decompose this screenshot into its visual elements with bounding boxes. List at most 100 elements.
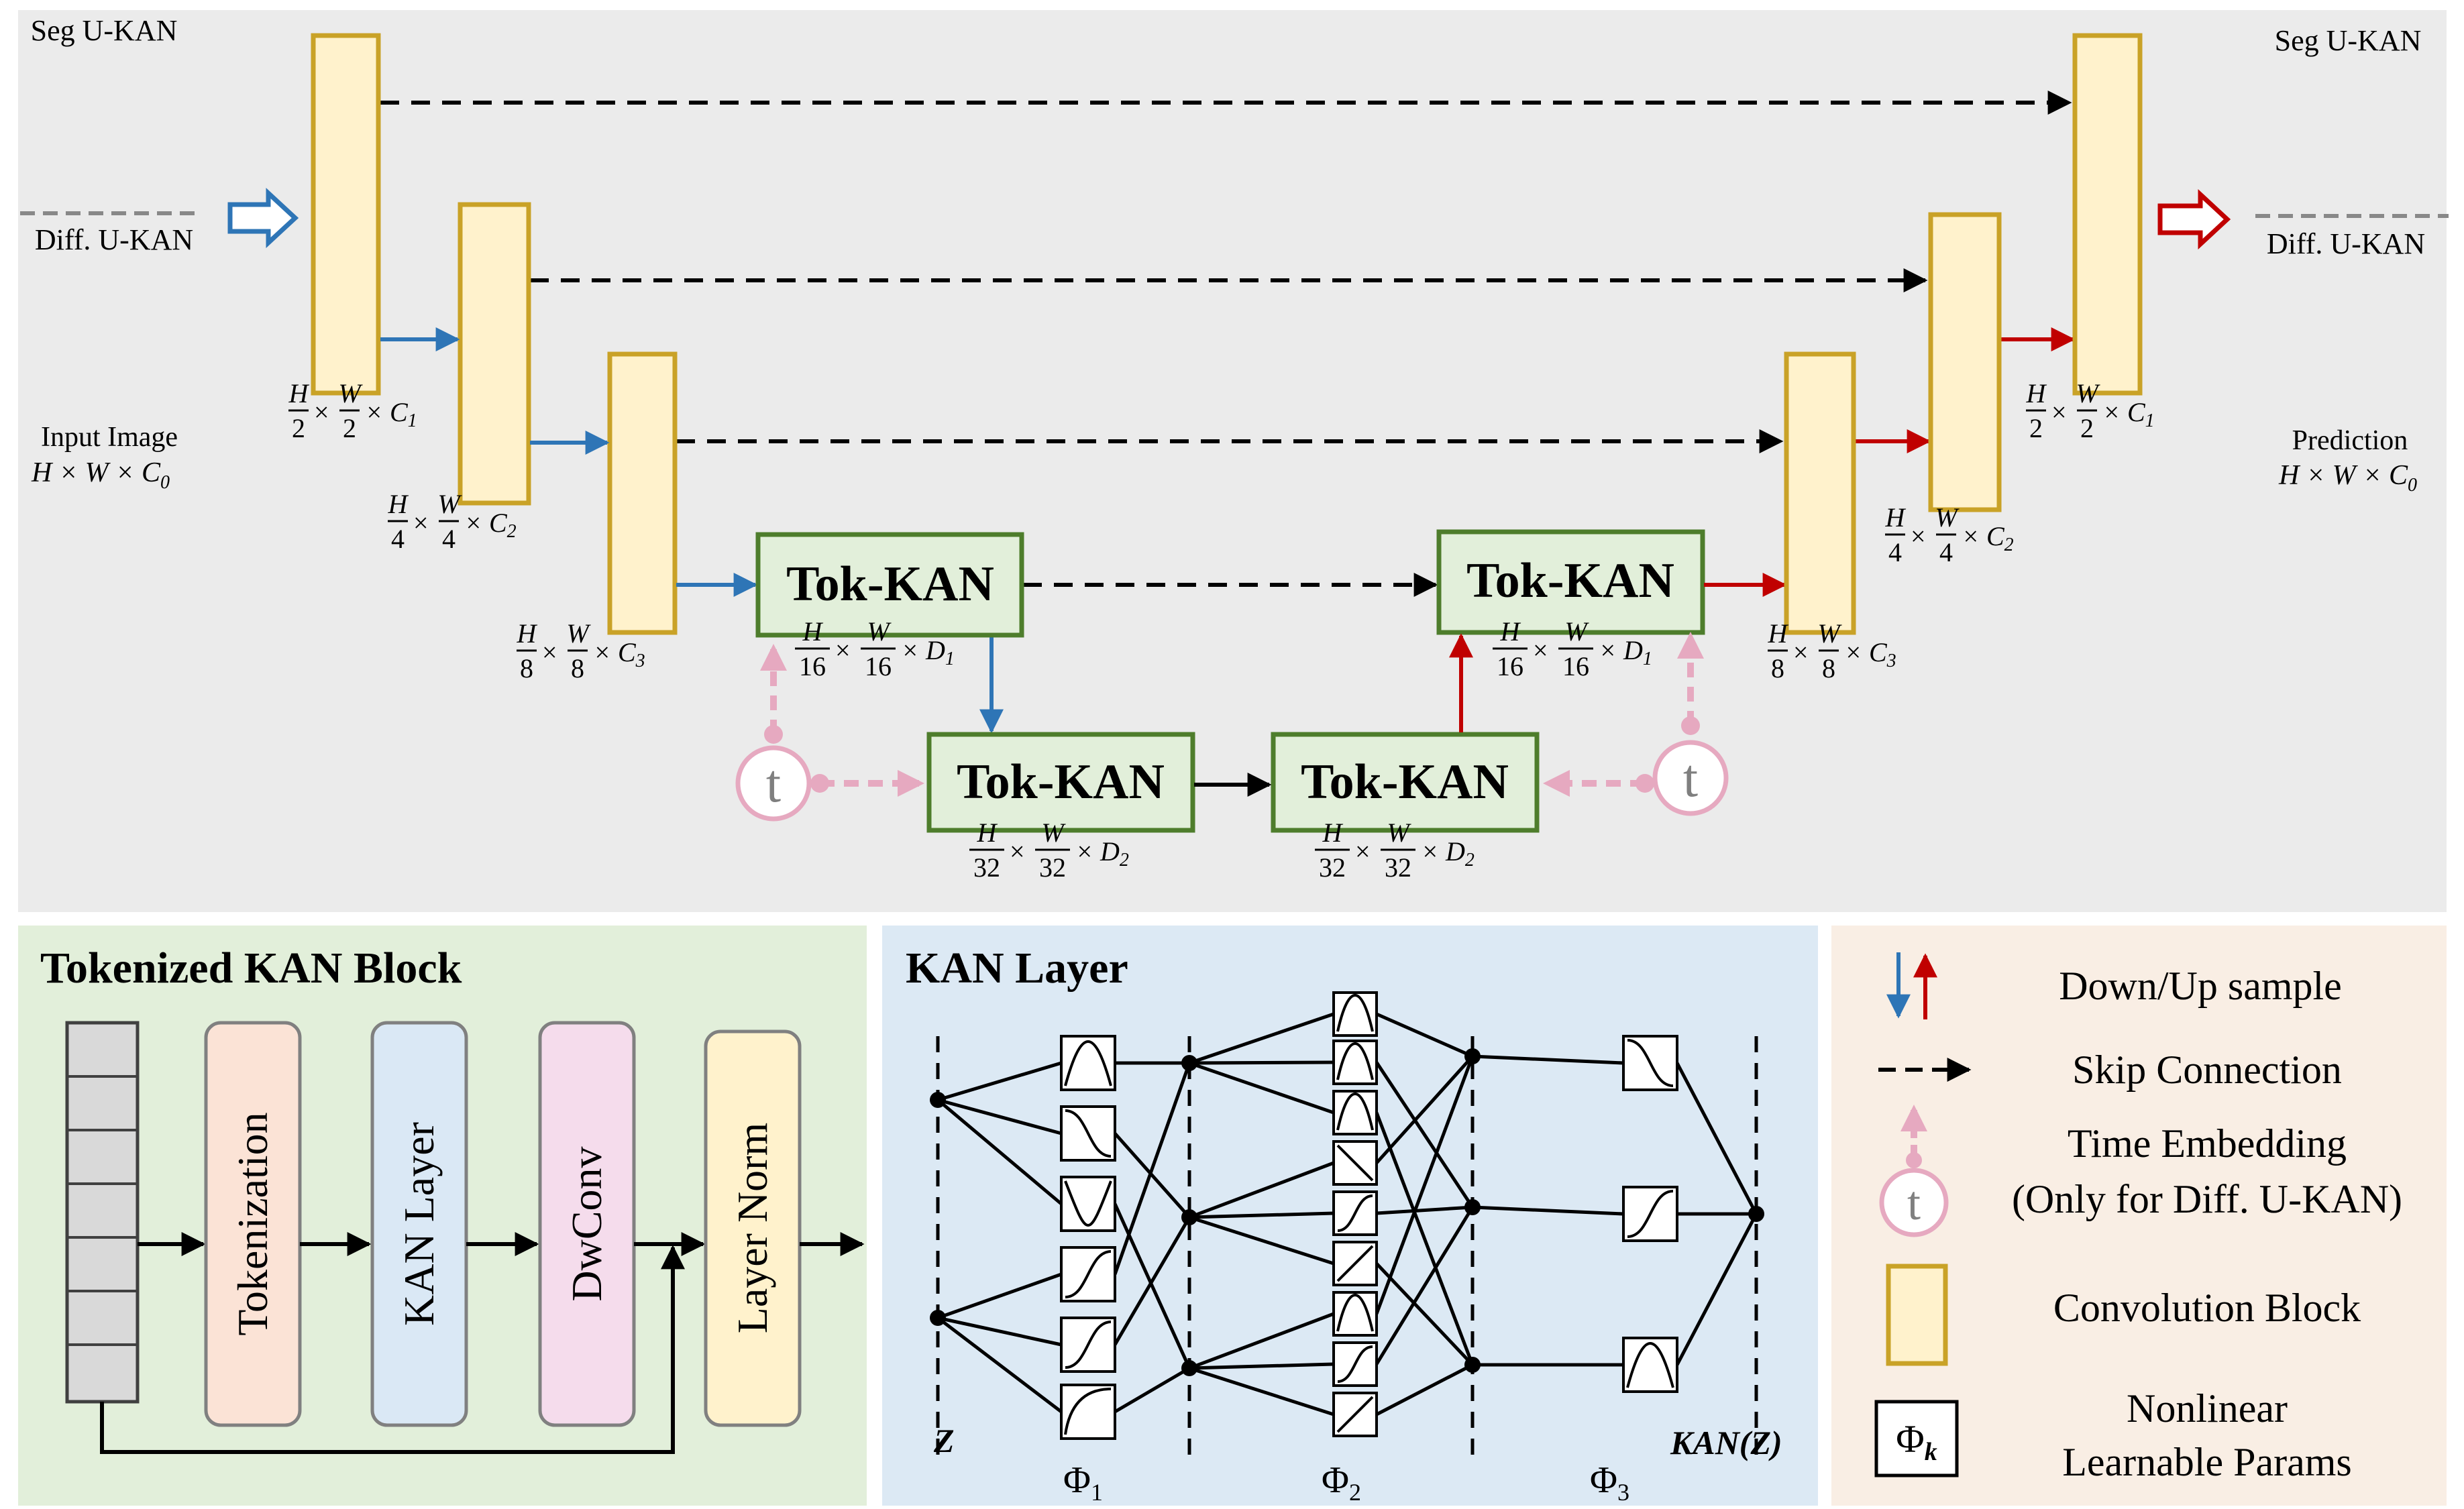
svg-text:W: W: [566, 618, 591, 649]
svg-text:4: 4: [391, 524, 405, 554]
input-image-label: Input Image: [41, 422, 178, 453]
phi-2-label: Φ2: [1322, 1459, 1361, 1506]
svg-text:W: W: [2076, 378, 2100, 408]
legend-nonlinear-label-2: Learnable Params: [2062, 1440, 2351, 1484]
svg-text:4: 4: [442, 524, 456, 554]
kan-function-box: [1332, 1090, 1378, 1135]
kan-node: [1464, 1199, 1481, 1215]
svg-text:t: t: [1907, 1176, 1921, 1230]
svg-text:W: W: [437, 489, 462, 519]
svg-text:×: ×: [1793, 637, 1809, 667]
residual-connection: [100, 1245, 685, 1454]
layer-norm-step: Layer Norm: [704, 1029, 802, 1427]
token-stack: [65, 1021, 140, 1404]
kan-network: [930, 991, 1764, 1455]
decoder-conv-block-2: [1928, 212, 2002, 512]
kan-node: [1464, 1357, 1481, 1373]
legend-down-up-label: Down/Up sample: [2059, 964, 2342, 1008]
kan-functions: [1060, 991, 1678, 1440]
svg-text:4: 4: [1888, 537, 1902, 567]
legend-conv-block-icon: [1886, 1264, 1948, 1366]
kan-function-box: [1060, 1105, 1116, 1162]
svg-text:×: ×: [542, 637, 557, 667]
kan-output-label: KAN(Z): [1670, 1424, 1782, 1461]
kan-function-box: [1622, 1035, 1678, 1091]
legend-conv-label: Convolution Block: [2053, 1286, 2361, 1330]
tok-kan-bottleneck-1: Tok-KAN: [926, 732, 1195, 833]
dim-label-d1: H2×W2× C1: [2026, 378, 2155, 443]
svg-text:Tok-KAN: Tok-KAN: [1301, 754, 1509, 809]
svg-text:×: ×: [413, 508, 429, 538]
input-arrow: [227, 187, 299, 249]
svg-text:Layer Norm: Layer Norm: [729, 1123, 776, 1334]
kan-function-box: [1332, 1341, 1378, 1387]
kan-function-box: [1332, 1140, 1378, 1186]
svg-text:×: ×: [1533, 635, 1548, 665]
legend-phi-k-icon: Φk: [1874, 1400, 1959, 1477]
tok-kan-bottleneck-2: Tok-KAN: [1271, 732, 1540, 833]
svg-text:H: H: [1500, 616, 1521, 647]
dim-label-e2: H4×W4× C2: [388, 489, 517, 554]
svg-text:2: 2: [2029, 413, 2043, 443]
svg-text:Tok-KAN: Tok-KAN: [786, 557, 994, 612]
decoder-conv-block-3: [1784, 351, 1856, 635]
svg-text:H: H: [1322, 818, 1344, 848]
svg-text:H: H: [388, 489, 409, 519]
encoder-conv-block-1: [311, 33, 381, 396]
kan-function-box: [1060, 1035, 1116, 1091]
kan-nodes: [930, 1048, 1764, 1376]
dim-label-t2: H16×W16× D1: [1493, 616, 1652, 681]
svg-text:× C2: × C2: [1962, 521, 2014, 555]
kan-layer-title: KAN Layer: [906, 944, 1128, 993]
dim-label-e1: H2×W2× C1: [288, 378, 417, 443]
svg-text:32: 32: [1319, 852, 1346, 883]
svg-text:W: W: [1041, 818, 1066, 848]
encoder-conv-block-2: [458, 202, 531, 506]
svg-text:16: 16: [1562, 651, 1589, 681]
svg-text:8: 8: [520, 653, 533, 683]
svg-text:W: W: [1817, 618, 1842, 649]
kan-node: [930, 1310, 946, 1326]
kan-edges: [936, 1012, 1758, 1455]
svg-text:×: ×: [314, 397, 329, 427]
dim-label-t1: H16×W16× D1: [795, 616, 955, 681]
svg-text:t: t: [1683, 749, 1698, 808]
kan-input-label: Z: [933, 1422, 955, 1459]
kan-node: [1464, 1048, 1481, 1064]
legend-nonlinear-label-1: Nonlinear: [2127, 1386, 2288, 1431]
left-diff-label: Diff. U-KAN: [35, 223, 193, 256]
prediction-label: Prediction: [2292, 425, 2408, 456]
svg-text:16: 16: [799, 651, 826, 681]
encoder-conv-block-3: [607, 351, 678, 635]
tokenization-step: Tokenization: [204, 1021, 302, 1427]
svg-text:8: 8: [1822, 653, 1835, 683]
right-diff-label: Diff. U-KAN: [2267, 227, 2425, 260]
tok-kan-encoder: Tok-KAN: [755, 532, 1024, 638]
dim-label-d2: H4×W4× C2: [1885, 502, 2014, 567]
svg-text:2: 2: [2080, 413, 2094, 443]
time-embedding-right: t: [1543, 632, 1729, 816]
svg-text:H: H: [977, 818, 998, 848]
input-dims-label: H × W × C0: [31, 457, 170, 493]
decoder-conv-block-1: [2072, 33, 2143, 396]
output-arrow: [2157, 188, 2231, 250]
kan-node: [1181, 1360, 1197, 1376]
kan-function-box: [1332, 1241, 1378, 1286]
svg-text:DwConv: DwConv: [563, 1146, 610, 1301]
kan-node: [1748, 1206, 1764, 1222]
svg-text:W: W: [867, 616, 892, 647]
legend-time-label-2: (Only for Diff. U-KAN): [2012, 1177, 2402, 1221]
svg-text:× C3: × C3: [593, 637, 645, 671]
svg-text:H: H: [288, 378, 310, 408]
dim-label-e3: H 8 × W 8 × C3: [517, 618, 645, 683]
svg-text:Tokenization: Tokenization: [229, 1112, 276, 1335]
architecture-panel: [18, 10, 2447, 912]
svg-text:8: 8: [571, 653, 584, 683]
kan-function-box: [1332, 1190, 1378, 1236]
svg-text:H: H: [517, 618, 538, 649]
svg-text:W: W: [1935, 502, 1960, 533]
legend-time-embedding-icon: t: [1879, 1105, 1949, 1237]
svg-text:Φk: Φk: [1896, 1417, 1937, 1466]
kan-node: [930, 1092, 946, 1108]
svg-text:4: 4: [1939, 537, 1953, 567]
